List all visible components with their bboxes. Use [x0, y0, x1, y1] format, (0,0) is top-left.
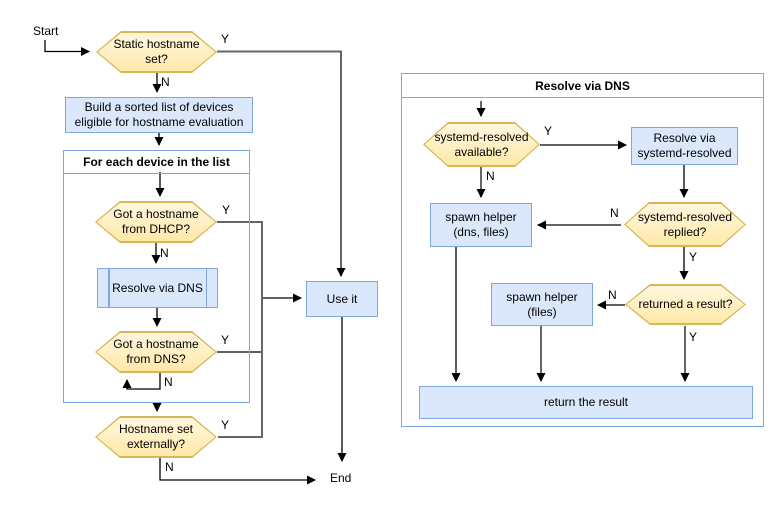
label-available-yes: Y: [544, 124, 553, 138]
process-resolve-systemd: Resolve via systemd-resolved: [631, 127, 738, 165]
subprocess-bar-right: [205, 269, 207, 307]
decision-static-hostname-label: Static hostname set?: [113, 37, 200, 66]
decision-systemd-available-label: systemd-resolved available?: [434, 129, 529, 159]
label-returned-yes: Y: [689, 330, 698, 344]
label-external-yes: Y: [221, 418, 230, 432]
resolve-dns-container: Resolve via DNS: [401, 73, 764, 427]
decision-dhcp-hostname: Got a hostname from DHCP?: [95, 201, 217, 243]
edge-external-no-to-end: [159, 458, 316, 485]
process-return-result: return the result: [419, 386, 753, 419]
label-returned-no: N: [608, 288, 617, 302]
start-label: Start: [33, 24, 59, 38]
resolve-dns-container-title: Resolve via DNS: [402, 74, 763, 98]
decision-dns-hostname: Got a hostname from DNS?: [95, 331, 217, 373]
label-dhcp-yes: Y: [222, 203, 231, 217]
process-resolve-systemd-label: Resolve via systemd-resolved: [637, 131, 732, 160]
hexagon-fill: [626, 204, 745, 246]
process-spawn-helper-files-label: spawn helper (files): [506, 289, 578, 319]
loop-container-title: For each device in the list: [64, 151, 249, 174]
decision-systemd-available: systemd-resolved available?: [423, 122, 540, 167]
label-replied-yes: Y: [689, 250, 698, 264]
decision-hostname-external-label: Hostname set externally?: [118, 422, 194, 451]
label-static-no: N: [161, 75, 170, 89]
decision-systemd-replied-label: systemd-resolved replied?: [637, 209, 733, 239]
process-spawn-helper-dns-files-label: spawn helper (dns, files): [445, 210, 517, 239]
hexagon-fill: [627, 286, 745, 324]
process-build-list: Build a sorted list of devices eligible …: [65, 97, 253, 133]
hexagon-fill: [98, 33, 216, 72]
edge-start: [44, 40, 90, 56]
hexagon-fill: [97, 418, 216, 457]
label-dns-yes: Y: [221, 333, 230, 347]
process-spawn-helper-dns-files: spawn helper (dns, files): [430, 203, 532, 247]
decision-dns-hostname-label: Got a hostname from DNS?: [113, 337, 199, 366]
hexagon-fill: [97, 203, 216, 242]
end-label: End: [330, 471, 352, 485]
label-replied-no: N: [610, 206, 619, 220]
decision-dhcp-hostname-label: Got a hostname from DHCP?: [113, 207, 199, 236]
process-spawn-helper-files: spawn helper (files): [491, 283, 593, 326]
hexagon-fill: [97, 333, 216, 372]
decision-systemd-replied: systemd-resolved replied?: [624, 202, 746, 247]
label-dns-no: N: [164, 375, 173, 389]
decision-returned-result: returned a result?: [625, 284, 746, 325]
decision-hostname-external: Hostname set externally?: [95, 416, 217, 458]
process-return-result-label: return the result: [543, 395, 629, 409]
label-external-no: N: [165, 460, 174, 474]
process-build-list-label: Build a sorted list of devices eligible …: [74, 100, 244, 129]
label-dhcp-no: N: [160, 246, 169, 260]
process-use-it: Use it: [306, 281, 378, 317]
label-available-no: N: [486, 169, 495, 183]
hexagon-fill: [425, 124, 539, 166]
subprocess-resolve-dns: Resolve via DNS: [97, 268, 218, 308]
subprocess-resolve-dns-label: Resolve via DNS: [112, 280, 203, 295]
process-use-it-label: Use it: [326, 291, 358, 306]
label-static-yes: Y: [221, 32, 230, 46]
decision-returned-result-label: returned a result?: [638, 297, 733, 311]
decision-static-hostname: Static hostname set?: [96, 31, 217, 73]
subprocess-bar-left: [108, 269, 110, 307]
